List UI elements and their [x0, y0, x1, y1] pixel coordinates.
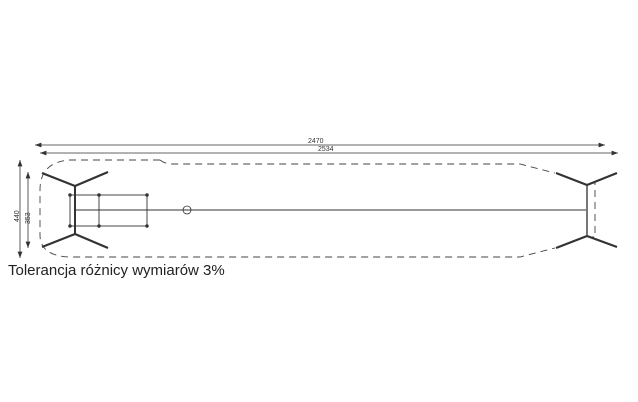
pivot-circle — [182, 205, 192, 215]
length-label-outer: 2470 — [308, 138, 324, 145]
width-label-inner: 353 — [25, 212, 32, 224]
width-label-outer: 440 — [14, 210, 21, 222]
length-label-inner: 2534 — [318, 146, 334, 153]
left-legs — [41, 170, 109, 250]
tolerance-note: Tolerancja różnicy wymiarów 3% — [8, 262, 225, 279]
safety-zone-outline — [39, 159, 596, 258]
left-seat-frame — [68, 185, 149, 235]
right-legs — [555, 171, 618, 250]
